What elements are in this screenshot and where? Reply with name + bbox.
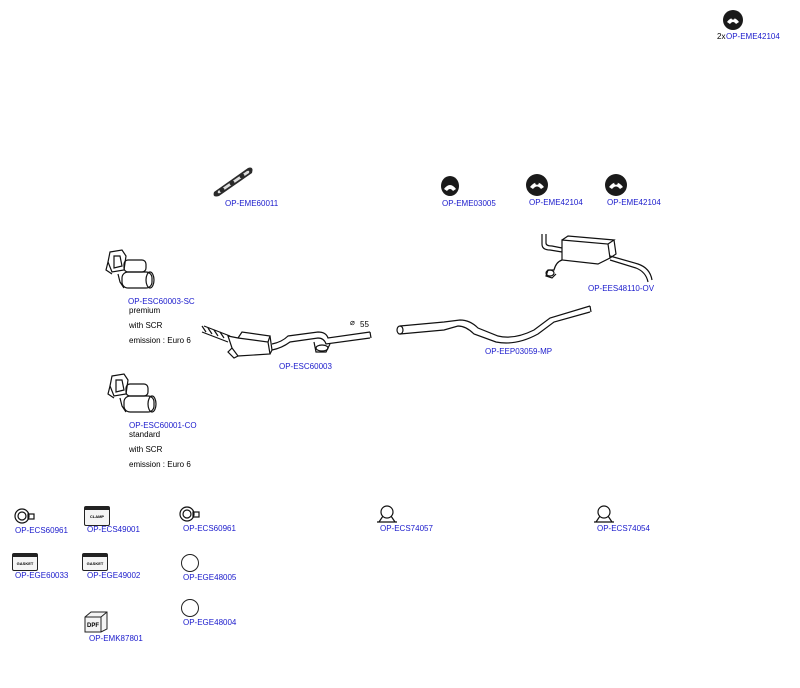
clamp-kit-icon: CLAMP: [84, 506, 110, 526]
rubber-mount-icon: [605, 174, 627, 196]
rear-silencer[interactable]: [538, 230, 658, 291]
mount-b[interactable]: [525, 173, 549, 202]
clamp-3-label[interactable]: OP-ECS60961: [183, 524, 236, 533]
dpf-kit-tag: DPF: [87, 623, 99, 629]
gasket-1-label[interactable]: OP-EGE60033: [15, 571, 69, 580]
top-mount-qty: 2x: [717, 32, 726, 41]
clamp-icon: [14, 508, 35, 524]
bracket-label[interactable]: OP-EME60011: [225, 199, 279, 208]
bracket-icon: [213, 167, 253, 197]
u-clamp-icon: [377, 505, 397, 523]
silencer-icon: [541, 234, 653, 283]
mount-c-label[interactable]: OP-EME42104: [607, 198, 661, 207]
rubber-mount-icon: [723, 10, 743, 30]
dpf-premium[interactable]: [104, 248, 158, 303]
ring-gasket-icon: [181, 554, 199, 572]
gasket-4-label[interactable]: OP-EGE48004: [183, 618, 237, 627]
front-pipe-diameter: 55: [360, 320, 369, 329]
top-mount[interactable]: [722, 9, 744, 36]
middle-pipe-label[interactable]: OP-EEP03059-MP: [485, 347, 553, 356]
gasket-kit-icon: GASKET: [82, 553, 108, 571]
gasket-2[interactable]: GASKET: [82, 553, 108, 571]
gasket-3-label[interactable]: OP-EGE48005: [183, 573, 237, 582]
bracket[interactable]: [210, 164, 256, 203]
front-pipe-icon: [201, 325, 372, 359]
dpf-standard-note-2: with SCR: [129, 445, 163, 454]
gasket-kit-tag: GASKET: [16, 561, 34, 566]
mount-b-label[interactable]: OP-EME42104: [529, 198, 583, 207]
ring-gasket-icon: [181, 599, 199, 617]
gasket-2-label[interactable]: OP-EGE49002: [87, 571, 141, 580]
rubber-mount-icon: [526, 174, 548, 196]
dpf-standard[interactable]: [106, 372, 160, 427]
mount-c[interactable]: [604, 173, 628, 202]
dpf-premium-note-2: with SCR: [129, 321, 163, 330]
dpf-premium-note-1: premium: [129, 306, 161, 315]
dpf-icon: [105, 249, 155, 289]
gasket-kit-icon: GASKET: [12, 553, 38, 571]
clamp-1-label[interactable]: OP-ECS60961: [15, 526, 68, 535]
top-mount-label[interactable]: OP-EME42104: [726, 32, 780, 41]
clamp-1[interactable]: [13, 507, 35, 530]
clamp-5[interactable]: [593, 504, 615, 529]
clamp-icon: [179, 506, 200, 522]
mount-kit-label[interactable]: OP-EMK87801: [89, 634, 143, 643]
gasket-4[interactable]: [181, 599, 199, 617]
dpf-premium-label[interactable]: OP-ESC60003-SC: [128, 297, 195, 306]
clamp-4[interactable]: [376, 504, 398, 529]
front-pipe[interactable]: [198, 318, 378, 369]
dpf-icon: [107, 373, 157, 413]
clamp-2[interactable]: CLAMP: [84, 506, 110, 526]
dpf-standard-note-1: standard: [129, 430, 161, 439]
mount-kit[interactable]: DPF: [83, 611, 109, 638]
clamp-3[interactable]: [178, 505, 200, 528]
dpf-premium-note-3: emission : Euro 6: [129, 336, 191, 345]
diameter-symbol: ⌀: [350, 318, 355, 327]
front-pipe-label[interactable]: OP-ESC60003: [279, 362, 332, 371]
gasket-1[interactable]: GASKET: [12, 553, 38, 571]
clamp-2-label[interactable]: OP-ECS49001: [87, 525, 140, 534]
gasket-3[interactable]: [181, 554, 199, 572]
mount-a[interactable]: [440, 175, 460, 202]
middle-pipe[interactable]: [394, 296, 594, 349]
dpf-kit-icon: [84, 611, 108, 633]
dpf-standard-note-3: emission : Euro 6: [129, 460, 191, 469]
middle-pipe-icon: [396, 305, 592, 344]
clamp-5-label[interactable]: OP-ECS74054: [597, 524, 650, 533]
mount-a-label[interactable]: OP-EME03005: [442, 199, 496, 208]
dpf-standard-label[interactable]: OP-ESC60001-CO: [129, 421, 197, 430]
gasket-kit-tag: GASKET: [86, 561, 104, 566]
clamp-4-label[interactable]: OP-ECS74057: [380, 524, 433, 533]
clamp-kit-tag: CLAMP: [89, 514, 105, 519]
rear-silencer-label[interactable]: OP-EES48110-OV: [588, 284, 655, 293]
u-clamp-icon: [594, 505, 614, 523]
rubber-mount-icon: [441, 176, 459, 196]
